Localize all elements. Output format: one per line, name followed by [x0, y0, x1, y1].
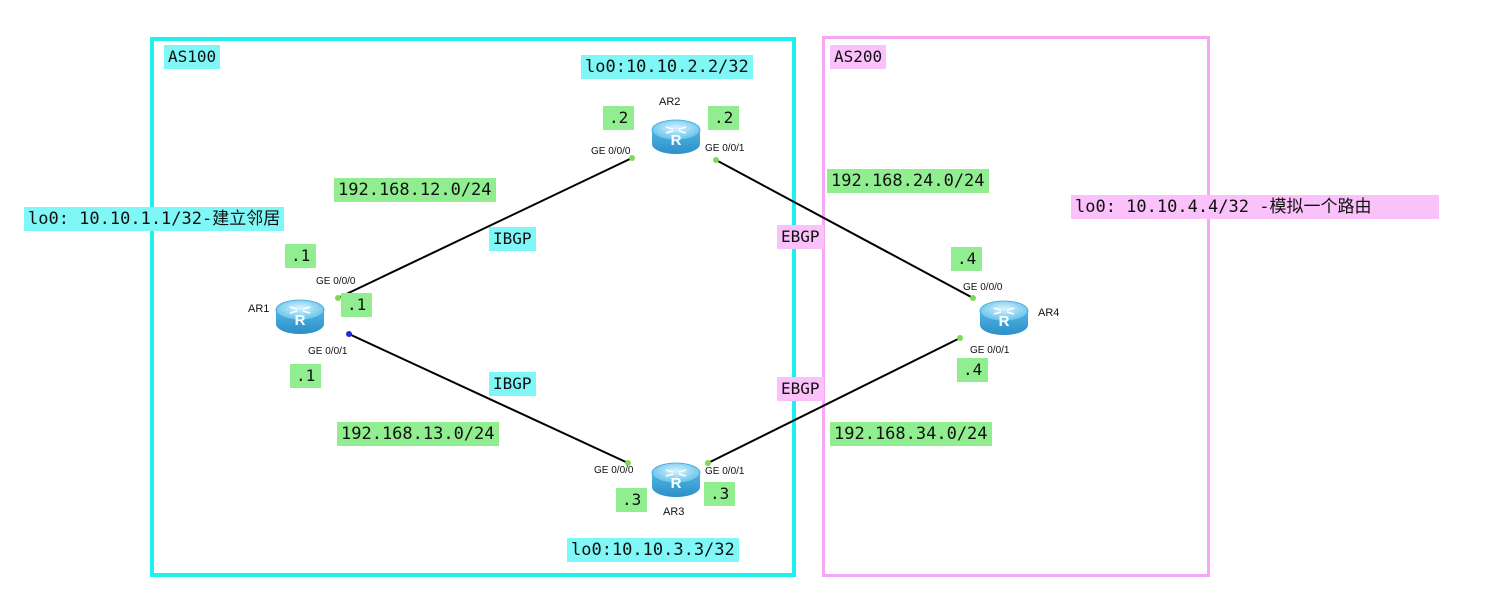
router-icon-ar2 [651, 119, 701, 155]
subnet-34: 192.168.34.0/24 [830, 422, 992, 446]
loopback-ar3: lo0:10.10.3.3/32 [567, 538, 739, 562]
port-dot-ar2-g0 [629, 155, 635, 161]
port-label-ar2-g0: GE 0/0/0 [591, 146, 631, 157]
port-label-ar3-g1: GE 0/0/1 [705, 466, 745, 477]
loopback-ar2: lo0:10.10.2.2/32 [581, 55, 753, 79]
router-name-ar4: AR4 [1038, 307, 1060, 319]
port-dot-ar4-g1 [957, 335, 963, 341]
host-id-ar3-g0: .3 [616, 488, 648, 512]
loopback-ar1: lo0: 10.10.1.1/32-建立邻居 [24, 207, 285, 231]
link-ar3-ar4 [707, 337, 961, 464]
as100-label: AS100 [164, 45, 221, 69]
port-label-ar1-g1: GE 0/0/1 [308, 346, 348, 357]
router-icon-ar1 [275, 299, 325, 335]
as200-label: AS200 [830, 45, 887, 69]
ebgp-label-top: EBGP [777, 225, 824, 249]
host-id-ar1-top: .1 [285, 244, 317, 268]
port-label-ar1-g0: GE 0/0/0 [316, 276, 356, 287]
port-dot-ar3-g0 [625, 460, 631, 466]
ebgp-label-bottom: EBGP [777, 377, 824, 401]
port-label-ar2-g1: GE 0/0/1 [705, 143, 745, 154]
router-name-ar1: AR1 [248, 303, 270, 315]
host-id-ar4-g1: .4 [957, 358, 989, 382]
port-dot-ar1-g0 [335, 295, 341, 301]
host-id-ar2-g0: .2 [603, 106, 635, 130]
port-dot-ar1-g1 [346, 331, 352, 337]
port-label-ar3-g0: GE 0/0/0 [594, 465, 634, 476]
as200-boundary [822, 36, 1210, 577]
router-icon-ar3 [651, 462, 701, 498]
loopback-ar4: lo0: 10.10.4.4/32 -模拟一个路由 [1071, 195, 1439, 219]
router-icon-ar4 [979, 300, 1029, 336]
host-id-ar3-g1: .3 [704, 482, 736, 506]
subnet-13: 192.168.13.0/24 [337, 422, 499, 446]
host-id-ar4-g0: .4 [951, 247, 983, 271]
router-name-ar2: AR2 [659, 96, 681, 108]
subnet-24: 192.168.24.0/24 [827, 169, 989, 193]
ibgp-label-top: IBGP [489, 227, 536, 251]
host-id-ar1-g0: .1 [341, 293, 373, 317]
port-dot-ar2-g1 [713, 157, 719, 163]
ibgp-label-bottom: IBGP [489, 372, 536, 396]
subnet-12: 192.168.12.0/24 [334, 178, 496, 202]
link-ar1-ar2 [337, 157, 633, 299]
as100-boundary [150, 37, 796, 577]
router-name-ar3: AR3 [663, 506, 685, 518]
link-ar2-ar4 [715, 159, 974, 299]
port-label-ar4-g0: GE 0/0/0 [963, 282, 1003, 293]
host-id-ar2-g1: .2 [708, 106, 740, 130]
port-dot-ar4-g0 [970, 295, 976, 301]
link-ar1-ar3 [348, 333, 629, 464]
port-label-ar4-g1: GE 0/0/1 [970, 345, 1010, 356]
host-id-ar1-bottom: .1 [290, 364, 322, 388]
port-dot-ar3-g1 [705, 460, 711, 466]
